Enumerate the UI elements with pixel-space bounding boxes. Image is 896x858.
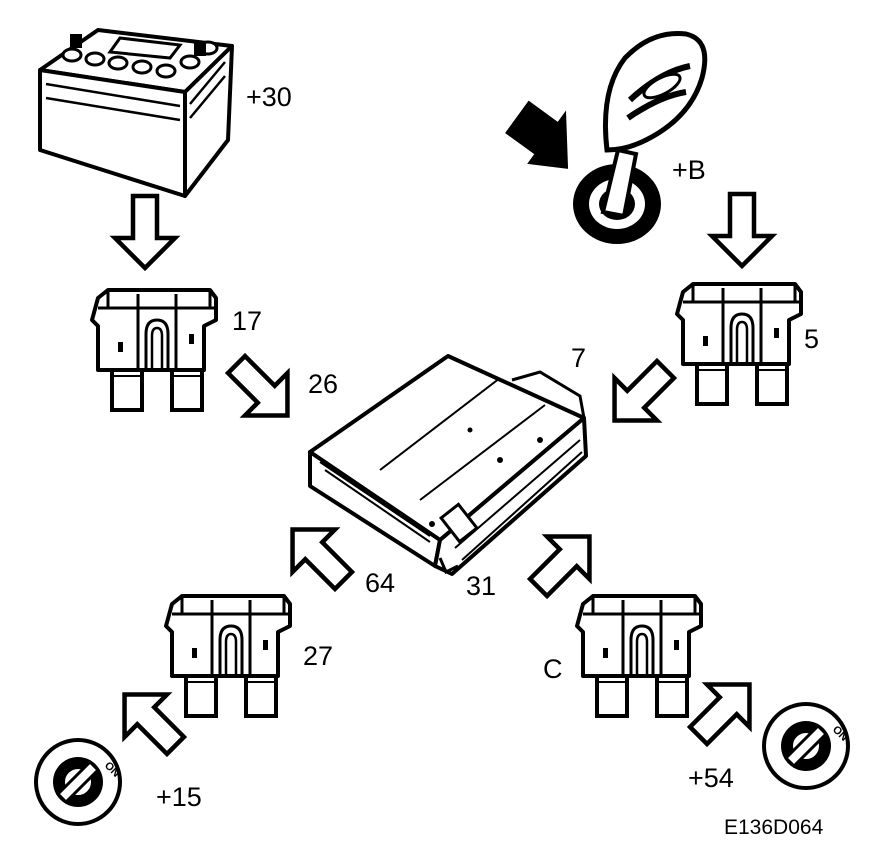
arrow-key-to-fuse-icon (712, 194, 772, 266)
fuse-c-icon (575, 594, 703, 718)
fuse-27-icon (164, 594, 292, 718)
label-pin-26: 26 (308, 369, 339, 399)
arrow-15-icon (103, 673, 196, 766)
arrow-battery-to-fuse-icon (115, 196, 175, 268)
label-ignition-54: +54 (688, 763, 734, 793)
battery-icon (38, 28, 234, 198)
figure-code: E136D064 (724, 816, 824, 839)
label-fuse-17: 17 (232, 306, 263, 336)
label-fuse-27: 27 (303, 641, 334, 671)
fuse-17-icon (90, 288, 218, 412)
ignition-switch-15-icon: ON (34, 738, 122, 826)
fuse-5-icon (675, 282, 803, 406)
arrow-26-icon (215, 343, 308, 436)
arrow-54-icon (677, 663, 770, 756)
label-key-terminal: +B (672, 155, 706, 185)
ignition-key-icon (505, 31, 708, 244)
insert-arrow-icon (505, 100, 569, 169)
label-fuse-5: 5 (804, 324, 820, 354)
label-fuse-c: C (543, 654, 563, 684)
arrow-7-icon (593, 348, 686, 441)
label-ignition-15: +15 (156, 782, 202, 812)
ignition-switch-54-icon: ON (762, 702, 850, 790)
label-pin-64: 64 (365, 568, 396, 598)
control-unit (308, 354, 588, 576)
label-battery-terminal: +30 (246, 82, 292, 112)
arrow-64-icon (271, 508, 364, 601)
label-pin-31: 31 (466, 571, 497, 601)
label-pin-7: 7 (571, 343, 587, 373)
